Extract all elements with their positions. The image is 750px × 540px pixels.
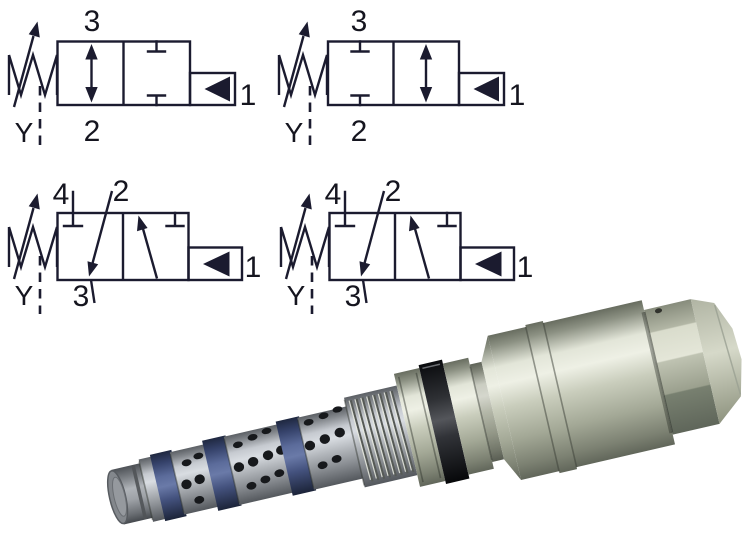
valve-body-sleeve — [487, 300, 676, 480]
blocked-port-icon — [350, 40, 370, 107]
port-label-side: 1 — [245, 251, 262, 284]
port-label-bottom: 3 — [345, 280, 362, 313]
hex-head — [643, 299, 742, 435]
valve-land-2 — [223, 424, 295, 505]
valve-land-3 — [296, 406, 365, 490]
port-label-side: 1 — [509, 79, 526, 112]
valve-symbol-top-right: Y 3 2 1 — [277, 5, 526, 148]
port-label-pilot: Y — [15, 117, 34, 148]
adjustable-spring-icon — [277, 21, 329, 108]
thread-section — [343, 385, 418, 488]
port-label-top-left: 4 — [53, 178, 70, 211]
port-label-bottom: 2 — [84, 115, 101, 148]
oring-blue-3 — [275, 416, 317, 496]
oring-blue-1 — [149, 449, 187, 522]
blocked-port-icon — [334, 190, 457, 228]
pilot-triangle-icon — [475, 251, 502, 277]
valve-symbol-bottom-right: Y 4 2 3 1 — [279, 175, 534, 314]
flow-path-icon — [419, 44, 433, 103]
sleeve-ridge-ring — [525, 320, 578, 474]
adjustable-spring-icon — [7, 193, 59, 280]
adjustable-spring-icon — [279, 193, 331, 280]
valve-nose-plunger — [106, 456, 167, 525]
drill-holes — [303, 406, 345, 470]
pilot-port-box — [457, 71, 506, 107]
valve-photo — [106, 299, 742, 525]
valve-symbol-top-left: Y 3 2 1 — [7, 5, 257, 148]
pilot-triangle-icon — [204, 76, 230, 102]
blocked-port-icon — [146, 40, 167, 107]
port-label-side: 1 — [517, 251, 534, 284]
lockwire-hole — [654, 308, 663, 314]
blocked-port-icon — [62, 190, 185, 228]
pilot-triangle-icon — [203, 251, 230, 277]
pilot-port-box — [187, 246, 244, 282]
drill-holes — [181, 452, 205, 504]
pilot-triangle-icon — [473, 76, 499, 102]
collar-2 — [442, 335, 522, 480]
port-label-bottom: 3 — [73, 280, 90, 313]
port-label-top-right: 2 — [113, 175, 130, 208]
port-label-pilot: Y — [285, 117, 304, 148]
adjustable-spring-icon — [7, 21, 59, 108]
flow-path-icon — [85, 44, 98, 103]
collar-flange — [393, 368, 446, 487]
port-label-pilot: Y — [287, 280, 306, 311]
pilot-port-box — [459, 246, 516, 282]
pilot-port-box — [188, 71, 237, 107]
port-label-pilot: Y — [15, 280, 34, 311]
flow-path-icon — [359, 190, 431, 304]
oring-black — [418, 359, 470, 484]
port-label-top-left: 4 — [325, 178, 342, 211]
port-label-side: 1 — [240, 79, 257, 112]
flow-path-icon — [87, 190, 159, 304]
port-label-top: 3 — [84, 5, 101, 38]
valve-symbol-bottom-left: Y 4 2 3 1 — [7, 175, 262, 314]
oring-blue-2 — [202, 435, 242, 511]
port-label-top-right: 2 — [385, 175, 402, 208]
port-label-top: 3 — [351, 5, 368, 38]
port-label-bottom: 2 — [351, 115, 368, 148]
